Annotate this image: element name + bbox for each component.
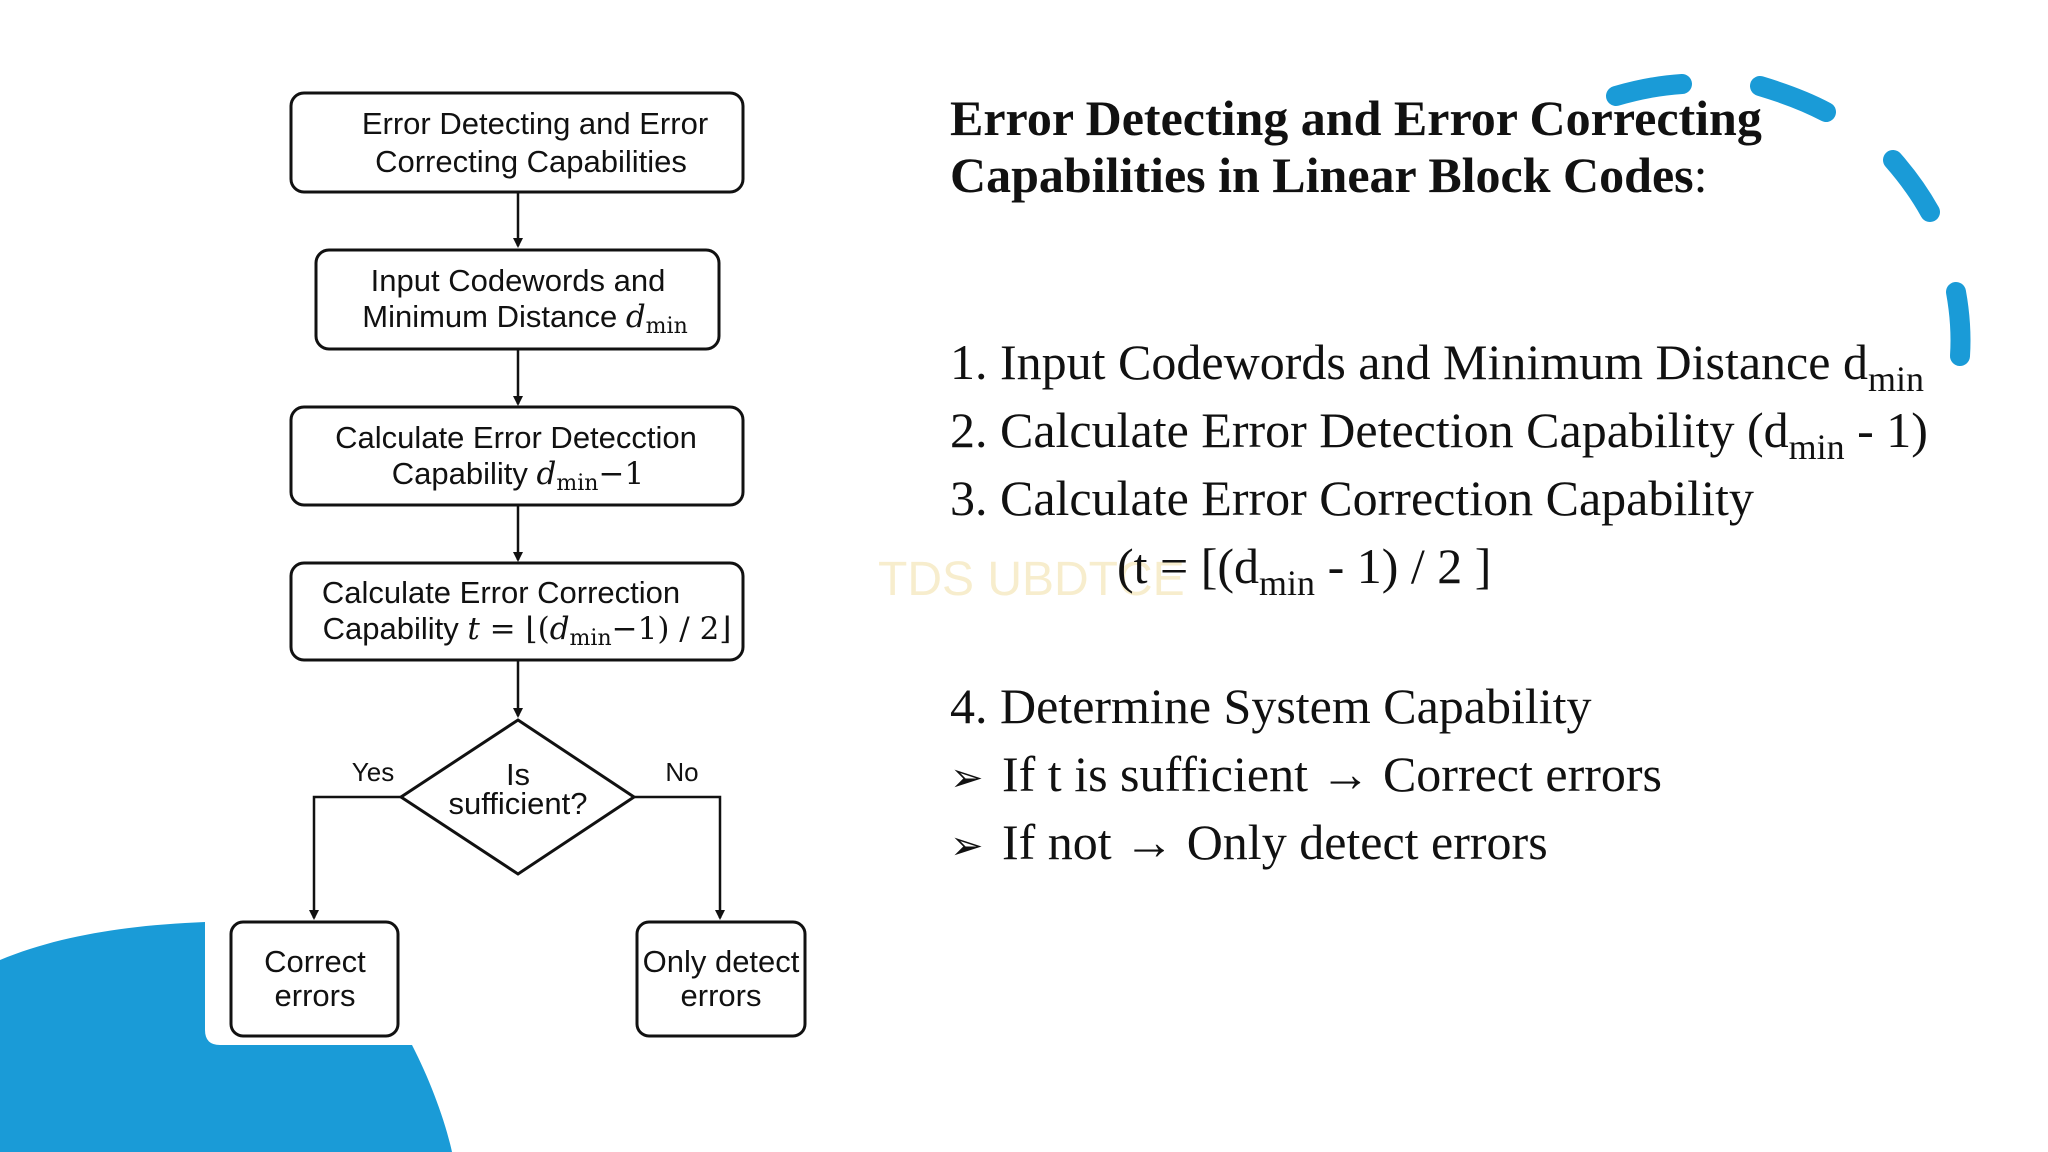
flow-box-detect-line1: Calculate Error Detecction — [335, 420, 697, 455]
flow-box-start: Error Detecting and Error Correcting Cap… — [289, 91, 745, 194]
flow-box-detect: Calculate Error Detecction Capability dm… — [289, 405, 745, 507]
bullet-2: ➢If not → Only detect errors — [950, 808, 1548, 880]
step-3-formula: (t = [(dmin - 1) / 2 ] — [1117, 538, 1492, 603]
flow-box-input-line1: Input Codewords and — [371, 263, 666, 298]
flow-decision-line1: Is — [506, 757, 530, 792]
flow-box-start-line2: Correcting Capabilities — [375, 144, 687, 179]
arrow-no-branch — [634, 795, 725, 920]
flow-decision: Is sufficient? — [398, 718, 637, 876]
step-1: 1. Input Codewords and Minimum Distance … — [950, 334, 1924, 399]
flow-box-input-line2: Minimum Distance dmin — [362, 299, 688, 339]
step-2: 2. Calculate Error Detection Capability … — [950, 402, 1928, 467]
flow-box-only-detect: Only detect errors — [635, 920, 807, 1038]
watermark: TDS UBDTCE — [878, 553, 1185, 606]
flow-box-correct-line2: Capability t = ⌊(dmin−1) / 2⌋ — [323, 611, 732, 651]
dashed-circle-arc — [1606, 74, 1971, 366]
arrow-yes-branch — [309, 795, 401, 920]
flow-box-detect-line2: Capability dmin−1 — [392, 456, 644, 496]
bullet-1: ➢If t is sufficient → Correct errors — [950, 740, 1662, 812]
flow-box-start-line1: Error Detecting and Error — [362, 106, 708, 141]
slide-title-line1: Error Detecting and Error Correcting — [950, 90, 1762, 146]
flow-box-input: Input Codewords and Minimum Distance dmi… — [314, 248, 721, 351]
flow-box-correct-errors-line2: errors — [275, 978, 356, 1013]
flow-box-correct: Calculate Error Correction Capability t … — [289, 561, 745, 662]
connectors — [309, 192, 725, 920]
step-4: 4. Determine System Capability — [950, 678, 1592, 734]
flow-decision-line2: sufficient? — [448, 786, 587, 821]
flow-box-correct-errors: Correct errors — [229, 920, 400, 1038]
step-3: 3. Calculate Error Correction Capability — [950, 470, 1754, 526]
flow-box-correct-errors-line1: Correct — [264, 944, 366, 979]
blue-corner-blob — [0, 922, 452, 1152]
flow-box-only-detect-line2: errors — [681, 978, 762, 1013]
arrowhead-bullet-icon: ➢ — [950, 755, 984, 801]
arrowhead-bullet-icon: ➢ — [950, 823, 984, 869]
slide-title-colon: : — [1693, 147, 1708, 203]
slide-title-line2: Capabilities in Linear Block Codes — [950, 147, 1694, 203]
yes-label: Yes — [352, 757, 394, 787]
flow-box-correct-line1: Calculate Error Correction — [322, 575, 680, 610]
no-label: No — [665, 757, 698, 787]
flow-box-only-detect-line1: Only detect — [643, 944, 800, 979]
